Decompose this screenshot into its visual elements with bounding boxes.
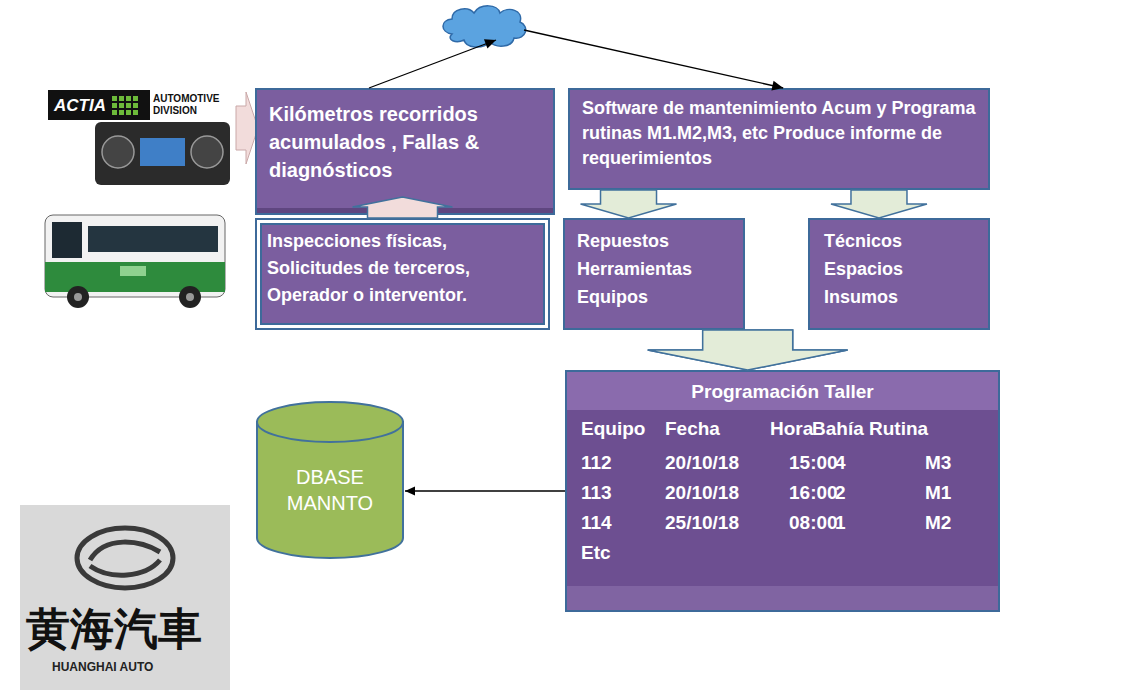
block-arrow — [648, 330, 848, 370]
logo-text: AUTOMOTIVE — [153, 93, 219, 104]
connector-line — [369, 40, 496, 88]
table-cell: 16:00 — [789, 482, 838, 504]
table-cell: Fecha — [665, 418, 720, 440]
box-text: Repuestos Herramientas Equipos — [577, 228, 717, 312]
connector-line — [524, 30, 783, 88]
table-cell: M3 — [925, 452, 951, 474]
table-title: Programación Taller — [567, 380, 998, 405]
connector — [648, 330, 848, 370]
box-text: Técnicos Espacios Insumos — [824, 228, 964, 312]
table-cell: Bahía — [812, 418, 864, 440]
connector — [581, 190, 677, 218]
table-cell: Equipo — [581, 418, 645, 440]
cylinder-top — [257, 402, 403, 442]
table-cell: 25/10/18 — [665, 512, 739, 534]
arrow-head — [405, 487, 415, 496]
dash-screen — [140, 138, 185, 166]
connector — [648, 330, 848, 370]
block-arrow — [648, 330, 848, 370]
table-cell: 20/10/18 — [665, 452, 739, 474]
connector — [369, 30, 783, 90]
table-cell: Etc — [581, 542, 611, 564]
connector-line — [405, 490, 565, 491]
table-cell: Rutina — [869, 418, 928, 440]
actia-division-bg — [150, 90, 235, 120]
table-cell: Hora — [770, 418, 813, 440]
database-cylinder: DBASE MANNTO — [255, 400, 405, 560]
table-cell: 113 — [581, 482, 612, 504]
connector — [353, 197, 453, 218]
box-text: Software de mantenimiento Acum y Program… — [582, 96, 976, 172]
table-cell: 20/10/18 — [665, 482, 739, 504]
schedule-table-box: Programación TallerEquipo Fecha HoraBahíaR… — [565, 370, 1000, 612]
actia-logo-bg — [48, 90, 150, 120]
connector — [831, 190, 927, 218]
table-cell: M1 — [925, 482, 951, 504]
block-arrow — [353, 197, 453, 218]
logo-text: HUANGHAI AUTO — [52, 660, 153, 674]
box-text: Kilómetros recorridos acumulados , Falla… — [269, 100, 541, 184]
arrow-head — [484, 39, 496, 48]
table-cell: 4 — [835, 452, 846, 474]
logo-text: ACTIA — [54, 96, 106, 116]
table-cell: 15:00 — [789, 452, 838, 474]
table-cell: 2 — [835, 482, 846, 504]
arrow-head — [771, 81, 783, 91]
block-arrow — [831, 190, 927, 218]
data-source-box: Kilómetros recorridos acumulados , Falla… — [255, 88, 555, 215]
input-box: Inspecciones físicas, Solicitudes de ter… — [255, 218, 550, 330]
block-arrow — [581, 190, 677, 218]
box-text: Inspecciones físicas, Solicitudes de ter… — [267, 228, 538, 309]
table-cell: M2 — [925, 512, 951, 534]
connector — [405, 487, 565, 496]
database-label: DBASE MANNTO — [280, 464, 380, 516]
resource-box: Repuestos Herramientas Equipos — [563, 218, 745, 330]
cloud-shape — [443, 6, 526, 47]
table-cell: 08:00 — [789, 512, 838, 534]
actia-grid — [112, 96, 138, 115]
resource-box: Técnicos Espacios Insumos — [808, 218, 990, 330]
huanghai-emblem — [77, 528, 173, 588]
gauge — [191, 136, 223, 168]
gauge — [102, 136, 134, 168]
table-cell: 1 — [835, 512, 846, 534]
huanghai-logo-bg — [20, 505, 230, 690]
dashboard-image — [95, 122, 230, 185]
logo-text: DIVISION — [153, 105, 197, 116]
table-cell: 114 — [581, 512, 612, 534]
logo-text: 黄海汽車 — [26, 600, 202, 659]
table-cell: 112 — [581, 452, 612, 474]
bus-image — [45, 215, 225, 308]
software-box: Software de mantenimiento Acum y Program… — [568, 88, 990, 190]
